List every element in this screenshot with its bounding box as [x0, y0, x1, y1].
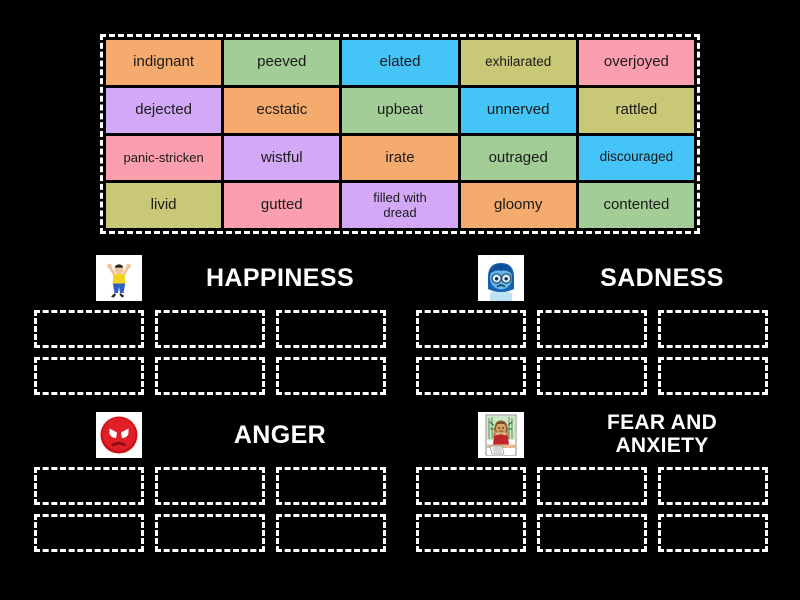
- jumping-person-icon: [96, 255, 142, 301]
- dropzone[interactable]: [155, 310, 265, 348]
- word-tile[interactable]: rattled: [578, 87, 694, 133]
- word-tile[interactable]: filled with dread: [342, 183, 458, 228]
- word-tile[interactable]: panic-stricken: [106, 135, 222, 181]
- category-title-fear-and-anxiety: FEAR AND ANXIETY: [606, 411, 718, 457]
- category-header: SADNESS: [412, 252, 772, 304]
- word-tile[interactable]: outraged: [460, 135, 576, 181]
- dropzone[interactable]: [537, 467, 647, 505]
- dropzone[interactable]: [155, 514, 265, 552]
- sad-character-icon: [478, 255, 524, 301]
- dropzone[interactable]: [276, 357, 386, 395]
- word-tile[interactable]: discouraged: [578, 135, 694, 181]
- dropzone[interactable]: [276, 467, 386, 505]
- stressed-person-at-desk-icon: [478, 412, 524, 458]
- dropzone-grid-fear-and-anxiety: [416, 467, 768, 552]
- category-title-happiness: HAPPINESS: [205, 263, 355, 292]
- dropzone[interactable]: [537, 310, 647, 348]
- dropzone[interactable]: [34, 467, 144, 505]
- dropzone-grid-anger: [34, 467, 386, 552]
- dropzone-grid-sadness: [416, 310, 768, 395]
- word-tile[interactable]: wistful: [224, 135, 340, 181]
- category-fear-and-anxiety: FEAR AND ANXIETY: [412, 409, 772, 554]
- word-tile[interactable]: indignant: [106, 40, 222, 85]
- dropzone[interactable]: [276, 310, 386, 348]
- dropzone[interactable]: [155, 357, 265, 395]
- category-title-sadness: SADNESS: [600, 263, 724, 292]
- dropzone[interactable]: [537, 357, 647, 395]
- word-tile[interactable]: dejected: [106, 87, 222, 133]
- category-anger: ANGER: [30, 409, 390, 554]
- word-tile[interactable]: elated: [342, 40, 458, 85]
- word-tile[interactable]: overjoyed: [578, 40, 694, 85]
- dropzone[interactable]: [416, 357, 526, 395]
- word-tile[interactable]: unnerved: [460, 87, 576, 133]
- category-sadness: SADNESS: [412, 252, 772, 397]
- word-tile[interactable]: irate: [342, 135, 458, 181]
- dropzone[interactable]: [34, 310, 144, 348]
- angry-face-icon: [96, 412, 142, 458]
- word-tile[interactable]: ecstatic: [224, 87, 340, 133]
- dropzone[interactable]: [34, 357, 144, 395]
- dropzone[interactable]: [537, 514, 647, 552]
- dropzone[interactable]: [155, 467, 265, 505]
- dropzone[interactable]: [658, 357, 768, 395]
- category-header: ANGER: [30, 409, 390, 461]
- dropzone[interactable]: [276, 514, 386, 552]
- dropzone[interactable]: [658, 310, 768, 348]
- dropzone[interactable]: [34, 514, 144, 552]
- category-happiness: HAPPINESS: [30, 252, 390, 397]
- word-tile[interactable]: upbeat: [342, 87, 458, 133]
- category-title-anger: ANGER: [233, 420, 327, 449]
- category-header: FEAR AND ANXIETY: [412, 409, 772, 461]
- dropzone-grid-happiness: [34, 310, 386, 395]
- word-tile[interactable]: contented: [578, 183, 694, 228]
- dropzone[interactable]: [416, 310, 526, 348]
- word-tile[interactable]: peeved: [224, 40, 340, 85]
- dropzone[interactable]: [416, 514, 526, 552]
- word-tile[interactable]: livid: [106, 183, 222, 228]
- category-header: HAPPINESS: [30, 252, 390, 304]
- dropzone[interactable]: [416, 467, 526, 505]
- word-tile[interactable]: exhilarated: [460, 40, 576, 85]
- word-tile[interactable]: gutted: [224, 183, 340, 228]
- dropzone[interactable]: [658, 467, 768, 505]
- word-tile[interactable]: gloomy: [460, 183, 576, 228]
- dropzone[interactable]: [658, 514, 768, 552]
